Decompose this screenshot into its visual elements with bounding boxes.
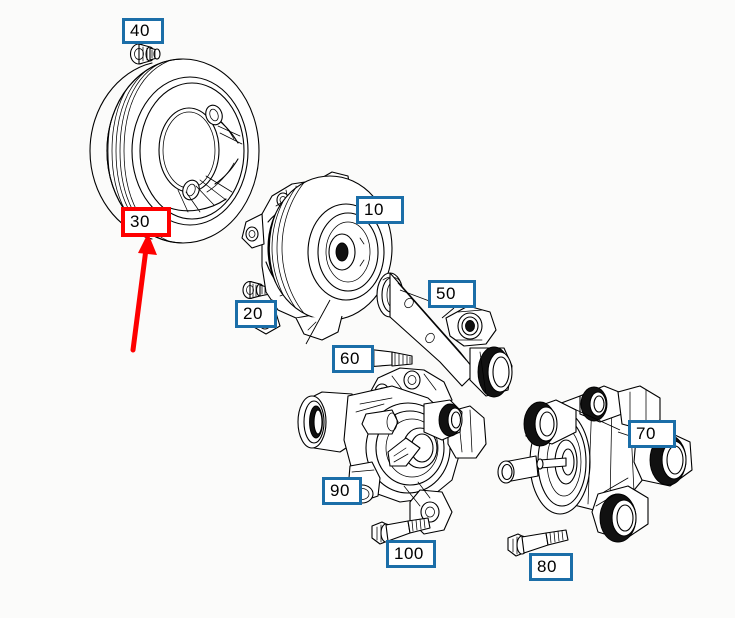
callout-30[interactable]: 30 xyxy=(121,207,171,237)
callout-label: 70 xyxy=(636,423,656,443)
callout-label: 100 xyxy=(394,543,424,563)
callout-label: 20 xyxy=(243,303,263,323)
callout-80[interactable]: 80 xyxy=(529,553,573,581)
part-10-water-pump xyxy=(241,171,393,345)
part-100-bolt xyxy=(371,517,431,545)
callout-50[interactable]: 50 xyxy=(428,280,476,308)
callout-label: 10 xyxy=(364,199,384,219)
callout-label: 30 xyxy=(130,211,150,231)
part-20-bolt xyxy=(242,280,271,300)
callout-70[interactable]: 70 xyxy=(628,420,676,448)
part-30-belt-pulley xyxy=(89,58,260,244)
part-80-bolt xyxy=(507,529,569,557)
callout-label: 80 xyxy=(537,556,557,576)
callout-20[interactable]: 20 xyxy=(235,300,277,328)
part-50-coolant-pipe xyxy=(376,272,513,398)
callout-label: 60 xyxy=(340,348,360,368)
callout-40[interactable]: 40 xyxy=(122,18,164,44)
callout-90[interactable]: 90 xyxy=(322,477,362,505)
callout-10[interactable]: 10 xyxy=(356,196,404,224)
part-40-bolt xyxy=(129,43,161,65)
part-70-auxiliary-water-pump xyxy=(497,385,693,543)
callout-label: 90 xyxy=(330,480,350,500)
callout-60[interactable]: 60 xyxy=(332,345,374,373)
callout-label: 40 xyxy=(130,20,150,40)
callout-label: 50 xyxy=(436,283,456,303)
callout-100[interactable]: 100 xyxy=(386,540,436,568)
part-90-thermostat-housing xyxy=(297,367,487,535)
